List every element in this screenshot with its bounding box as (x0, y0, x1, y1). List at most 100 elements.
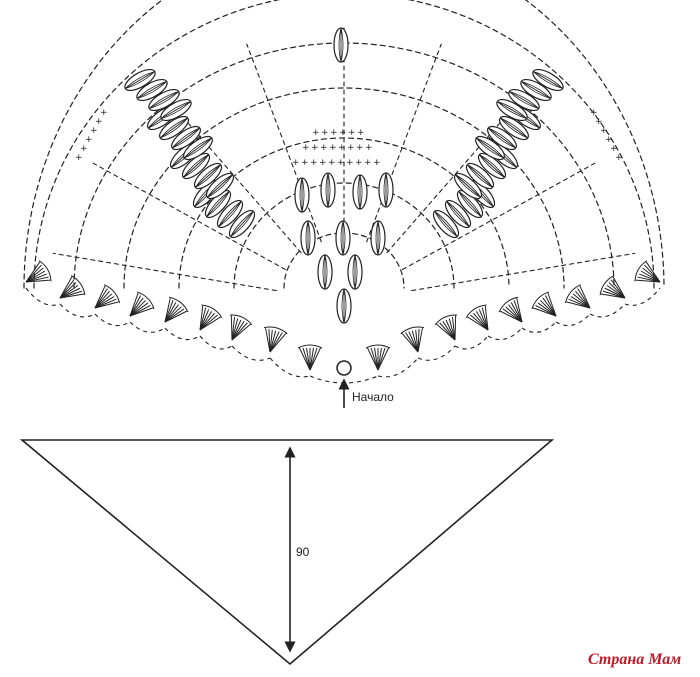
cluster-stitch (465, 162, 495, 190)
single-crochet-mark: + (310, 158, 318, 168)
fan-top (434, 314, 458, 326)
single-crochet-mark: + (356, 143, 364, 153)
cluster-stitch (456, 189, 484, 219)
fan-top (634, 260, 648, 282)
cluster-stem (434, 211, 458, 237)
chain-spoke (246, 43, 322, 243)
single-crochet-mark: + (365, 143, 373, 153)
cluster-stitch (159, 115, 189, 141)
cluster-strands (434, 211, 458, 237)
fan-stitch (199, 304, 223, 331)
chain-spoke (401, 162, 596, 271)
fan-strand (367, 347, 379, 371)
cluster-strands (341, 288, 347, 324)
cluster-stem (137, 81, 167, 99)
fan-strand (59, 287, 81, 299)
fan-stitch (94, 284, 121, 309)
fan-strand (377, 347, 382, 371)
fan-stitch (498, 296, 523, 323)
fan-top (531, 291, 550, 310)
fan-strand (478, 309, 489, 331)
fan-top (498, 296, 519, 313)
cluster-stem (467, 164, 493, 188)
fan-strand (59, 279, 75, 299)
fan-strand (231, 322, 248, 341)
cluster-stitch (171, 125, 201, 151)
fan-strand (442, 321, 456, 341)
cluster-stitch (475, 135, 505, 161)
fan-strand (547, 292, 557, 317)
border-chain (129, 321, 166, 333)
cluster-stitch (183, 135, 213, 161)
cluster-strands (195, 164, 221, 188)
fan-strand (164, 310, 188, 323)
fan-strand (309, 347, 314, 371)
fan-strand (199, 311, 213, 331)
fan-top (168, 296, 189, 313)
fan-strand (508, 304, 523, 323)
fan-strand (436, 323, 456, 341)
cluster-strands (475, 137, 505, 159)
single-crochet-mark: + (615, 153, 623, 163)
fan-stitch (297, 344, 323, 371)
cluster-stitch (320, 172, 336, 208)
fan-strand (269, 330, 277, 353)
cluster-stem (475, 137, 505, 159)
fan-top (136, 291, 155, 310)
fan-strand (25, 270, 46, 283)
cluster-strands (455, 174, 481, 198)
cluster-stem (533, 71, 563, 89)
fan-strand (25, 261, 41, 283)
fan-strand (454, 315, 457, 341)
fan-strand (265, 327, 271, 353)
fan-stitch (564, 284, 591, 309)
fan-strand (610, 279, 626, 299)
single-crochet-mark: + (373, 158, 381, 168)
cluster-strands (125, 71, 155, 89)
fan-strand (370, 347, 379, 371)
chain-arc (23, 0, 665, 289)
single-crochet-mark: + (330, 128, 338, 138)
fan-strand (199, 316, 221, 331)
fan-strand (566, 301, 591, 309)
fan-strand (25, 264, 42, 283)
cluster-stitch (508, 88, 540, 112)
cluster-stitch (317, 254, 333, 290)
cluster-strands (352, 254, 358, 290)
fan-strand (25, 276, 49, 283)
cluster-stem (230, 211, 254, 237)
fan-strand (129, 292, 139, 317)
fan-stitch-border (25, 260, 661, 384)
border-chain (521, 321, 557, 333)
cluster-stem (159, 117, 189, 139)
cluster-stem (171, 127, 201, 149)
fan-strand (612, 276, 626, 299)
cluster-strands (183, 154, 209, 178)
border-chain (589, 303, 626, 318)
fan-strand (299, 347, 311, 371)
fan-strand (537, 302, 557, 317)
border-chain (59, 303, 96, 318)
magic-ring (336, 360, 352, 376)
single-crochet-mark: + (100, 108, 108, 118)
fan-strand (199, 314, 218, 331)
cluster-strands (521, 81, 551, 99)
fan-stitch (264, 326, 288, 353)
cluster-strands (299, 177, 305, 213)
cluster-stem (479, 154, 505, 178)
cluster-stitch (294, 177, 310, 213)
fan-strand (568, 298, 591, 309)
fan-strand (59, 282, 77, 299)
fan-top (564, 284, 582, 304)
fan-strand (532, 307, 557, 317)
fan-strand (129, 307, 154, 317)
chain-spoke (411, 252, 636, 292)
single-crochet-mark: + (85, 135, 93, 145)
cluster-stitch (300, 220, 316, 256)
cluster-stitch (477, 152, 507, 180)
cluster-stem (206, 191, 230, 217)
fan-strand (570, 296, 591, 309)
fan-strand (401, 333, 419, 353)
cluster-strands (458, 191, 482, 217)
fan-stitch (229, 314, 253, 341)
